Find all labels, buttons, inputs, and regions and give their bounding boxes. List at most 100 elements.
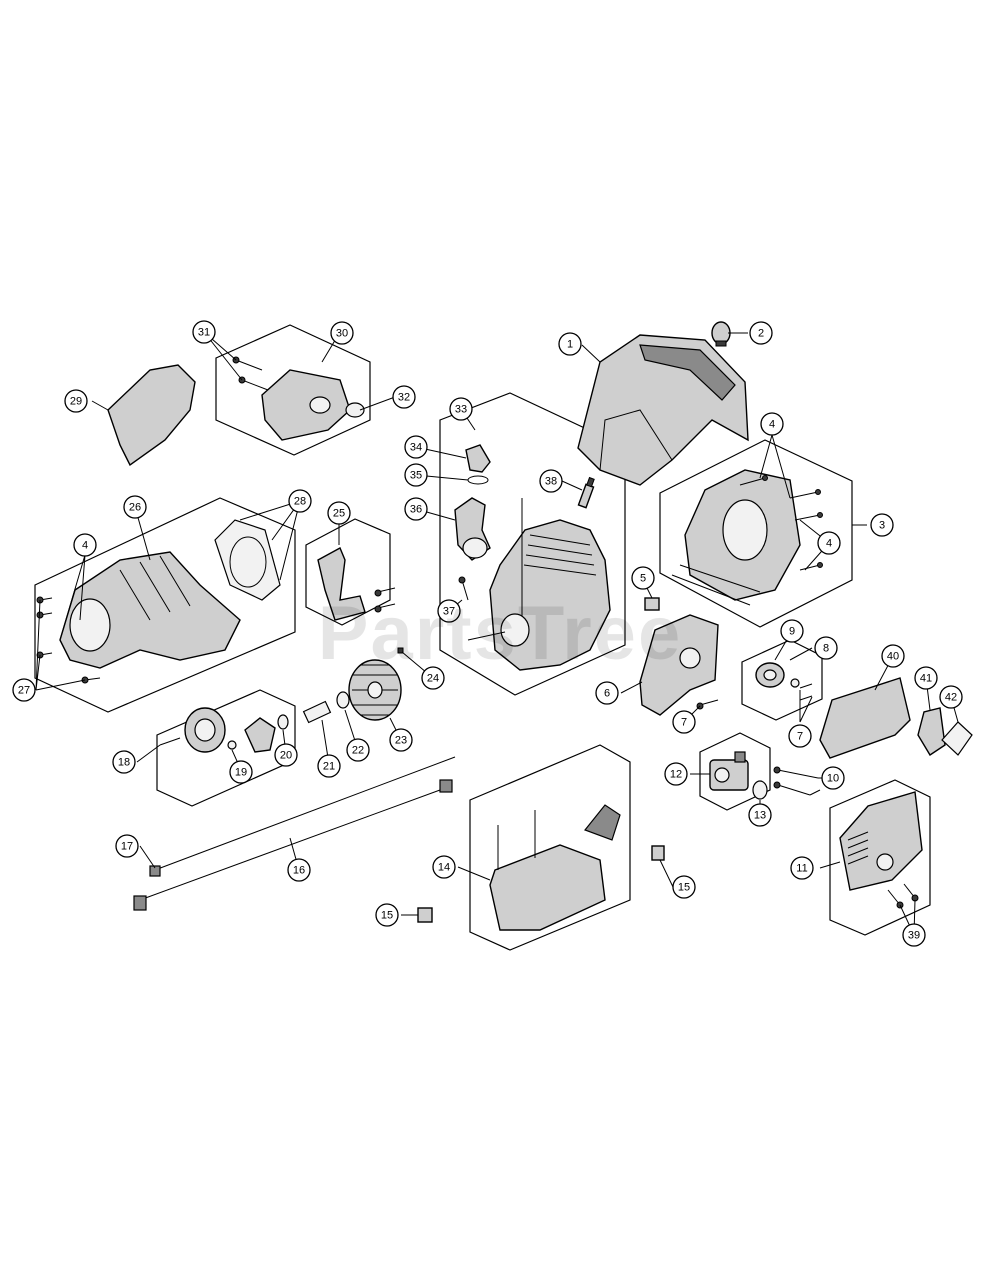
spark-arrestor-part [917,707,946,756]
filter-element-part [345,402,365,418]
callout-11: 11 [790,856,814,880]
callout-label: 40 [887,651,899,663]
callout-label: 21 [323,761,335,773]
callout-circle [421,666,445,690]
callout-label: 36 [410,504,422,516]
callout-circle [748,803,772,827]
callout-label: 26 [129,502,141,514]
callout-24: 24 [421,666,445,690]
callout-label: 33 [455,404,467,416]
fuel-tank-part [489,804,621,931]
callout-circle [12,678,36,702]
callout-circle [112,750,136,774]
gasket-ring-part [752,780,768,800]
engine-cover-part [577,334,749,486]
grommet-part-2 [651,845,665,861]
intake-elbow-part [454,497,491,561]
callout-37: 37 [437,599,461,623]
callout-13: 13 [748,803,772,827]
callout-6: 6 [595,681,619,705]
filter-screws-part [232,356,269,391]
callout-circle [115,834,139,858]
callout-label: 11 [796,863,807,875]
callout-circle [432,855,456,879]
callout-label: 9 [789,626,795,638]
callout-4: 4 [760,412,784,436]
callout-31: 31 [192,320,216,344]
engine-block-part [467,498,611,671]
clutch-shoe-part [244,714,289,753]
callout-29: 29 [64,389,88,413]
callout-label: 15 [381,910,393,922]
callout-circle [330,321,354,345]
callout-label: 30 [336,328,348,340]
callout-label: 19 [235,767,247,779]
callout-18: 18 [112,750,136,774]
callout-label: 6 [604,688,610,700]
callout-circle [790,856,814,880]
callout-27: 27 [12,678,36,702]
callout-circle [939,685,963,709]
fitting-part [465,444,491,473]
ignition-module-part [317,547,396,621]
callout-32: 32 [392,385,416,409]
callout-circle [558,332,582,356]
callout-circle [672,875,696,899]
callout-circle [821,766,845,790]
flywheel-part [348,659,402,721]
callout-circle [327,501,351,525]
callout-circle [73,533,97,557]
callout-label: 3 [879,520,885,532]
box-carburetor [699,732,771,811]
callout-16: 16 [287,858,311,882]
callout-label: 24 [427,673,439,685]
flywheel-key-part [397,647,404,654]
box-clutch [156,689,296,807]
fan-housing-screws [739,475,823,571]
callout-8: 8 [814,636,838,660]
callout-1: 1 [558,332,582,356]
callout-circle [595,681,619,705]
callout-21: 21 [317,754,341,778]
callout-label: 37 [443,606,455,618]
washer-part [227,740,237,750]
callout-label: 20 [280,750,292,762]
callout-circle [870,513,894,537]
callout-circle [288,489,312,513]
callout-circle [881,644,905,668]
back-plate-part [214,519,281,601]
callout-circle [404,435,428,459]
callout-35: 35 [404,463,428,487]
exhaust-gasket-part [941,721,973,756]
callout-circle [404,497,428,521]
box-muffler [829,779,931,936]
box-engine [439,392,626,696]
grommet-part [417,907,433,923]
callout-circle [375,903,399,927]
callout-23: 23 [389,728,413,752]
callout-circle [346,738,370,762]
elbow-screw-part [458,576,469,601]
leader-lines [35,331,959,936]
box-ignition [305,518,391,626]
callout-2: 2 [749,321,773,345]
callout-circle [902,923,926,947]
callout-circle [780,619,804,643]
callout-label: 15 [678,882,690,894]
callout-label: 16 [293,865,305,877]
callout-26: 26 [123,495,147,519]
callout-circle [287,858,311,882]
callout-41: 41 [914,666,938,690]
callout-label: 35 [410,470,422,482]
callout-circle [392,385,416,409]
callout-label: 32 [398,392,410,404]
callout-label: 5 [640,573,646,585]
callout-circle [817,531,841,555]
callout-circle [192,320,216,344]
callout-label: 25 [333,508,345,520]
callout-7: 7 [788,724,812,748]
callout-label: 13 [754,810,766,822]
callout-circle [123,495,147,519]
air-filter-cover-part [261,369,351,441]
callout-15: 15 [672,875,696,899]
